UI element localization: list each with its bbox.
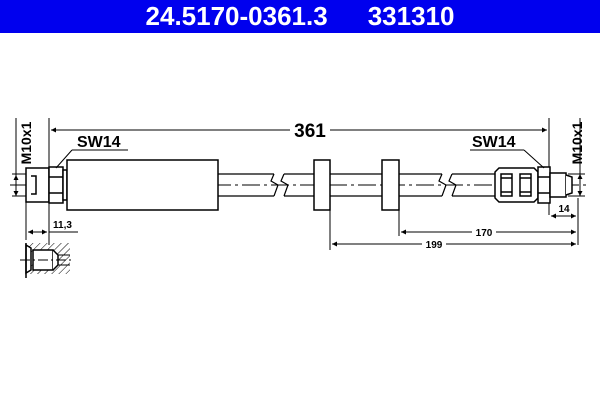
left-fitting: [25, 166, 68, 204]
left-thread-label: M10x1: [18, 121, 34, 164]
right-fitting-length-dimension: 14: [551, 198, 579, 245]
left-wrench-size-label: SW14: [77, 134, 121, 151]
left-sw14-callout: SW14: [55, 134, 128, 169]
left-fitting-length-label: 11,3: [53, 220, 72, 231]
clamp-distance-170-label: 170: [476, 228, 493, 239]
clamp-distance-199-label: 199: [426, 240, 443, 251]
overall-length-label: 361: [294, 121, 326, 142]
port-section-view: [20, 243, 74, 278]
right-wrench-size-label: SW14: [472, 134, 516, 151]
right-thread-dimension: M10x1: [568, 118, 585, 197]
reference-number: 331310: [367, 1, 455, 31]
hose-clamp-1: [313, 159, 331, 211]
hose-clamp-2: [381, 159, 400, 211]
right-fitting-length-label: 14: [558, 204, 570, 215]
clamp-distance-199-dimension: 199: [329, 210, 576, 251]
title-bar: 24.5170-0361.3 331310: [0, 0, 600, 33]
protective-sleeve: [66, 159, 219, 211]
right-fitting: [494, 166, 573, 204]
clamp-distance-170-dimension: 170: [398, 210, 576, 239]
right-thread-label: M10x1: [569, 121, 585, 164]
left-fitting-length-dimension: 11,3: [25, 202, 78, 240]
hose: [218, 173, 495, 197]
right-sw14-callout: SW14: [470, 134, 545, 169]
part-number: 24.5170-0361.3: [145, 1, 328, 31]
